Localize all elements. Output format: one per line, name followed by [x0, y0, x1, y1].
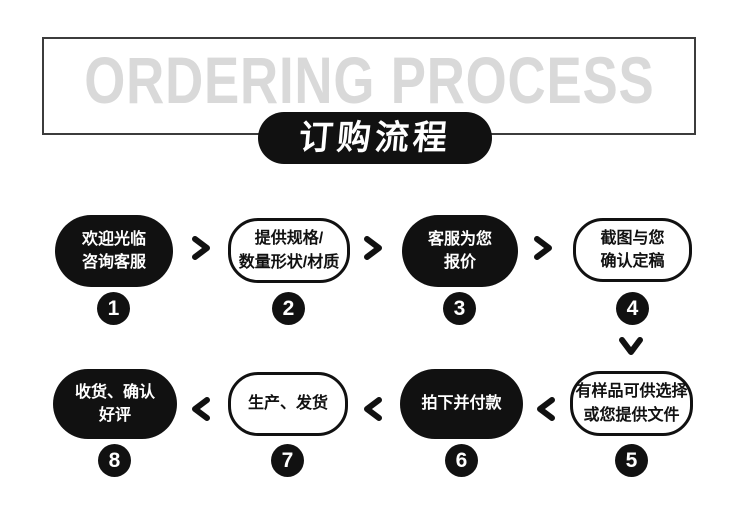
step-number-badge: 1	[97, 292, 130, 325]
step-pill-5: 有样品可供选择 或您提供文件	[570, 371, 693, 436]
step-text-line: 咨询客服	[81, 254, 146, 271]
step-pill-7: 生产、发货	[228, 372, 348, 436]
step-text-line: 确认定稿	[600, 253, 665, 270]
step-text-line: 或您提供文件	[583, 406, 680, 424]
step-pill-4: 截图与您 确认定稿	[573, 218, 692, 282]
step-number-badge: 2	[272, 292, 305, 325]
step-pill-6: 拍下并付款	[400, 369, 523, 439]
step-text-line: 提供规格/	[254, 230, 324, 248]
arrow-left-icon	[363, 396, 383, 422]
arrow-right-icon	[191, 235, 211, 261]
step-text-line: 数量形状/材质	[238, 253, 340, 271]
arrow-down-icon	[618, 336, 644, 356]
step-number-badge: 8	[98, 444, 131, 477]
arrow-left-icon	[536, 396, 556, 422]
step-text-line: 截图与您	[600, 229, 665, 247]
header-title-pill: 订购流程	[258, 112, 492, 164]
header-title-en: ORDERING PROCESS	[83, 43, 655, 117]
step-number-badge: 7	[271, 444, 304, 477]
arrow-right-icon	[533, 235, 553, 261]
arrow-right-icon	[363, 235, 383, 261]
step-number-badge: 5	[615, 444, 648, 477]
step-text-line: 报价	[443, 254, 476, 271]
step-text-line: 拍下并付款	[421, 395, 502, 413]
step-pill-2: 提供规格/ 数量形状/材质	[228, 218, 350, 283]
arrow-left-icon	[191, 396, 211, 422]
step-text-line: 收货、确认	[74, 383, 155, 401]
step-number-badge: 6	[445, 444, 478, 477]
step-pill-1: 欢迎光临 咨询客服	[55, 215, 173, 287]
step-text-line: 客服为您	[427, 230, 492, 248]
step-pill-3: 客服为您 报价	[402, 215, 518, 287]
step-text-line: 好评	[98, 407, 131, 424]
step-text-line: 生产、发货	[247, 395, 328, 413]
step-number-badge: 3	[443, 292, 476, 325]
header-title-zh: 订购流程	[297, 119, 453, 157]
step-pill-8: 收货、确认 好评	[53, 369, 177, 439]
step-text-line: 有样品可供选择	[575, 383, 688, 401]
step-text-line: 欢迎光临	[81, 230, 146, 248]
step-number-badge: 4	[616, 292, 649, 325]
